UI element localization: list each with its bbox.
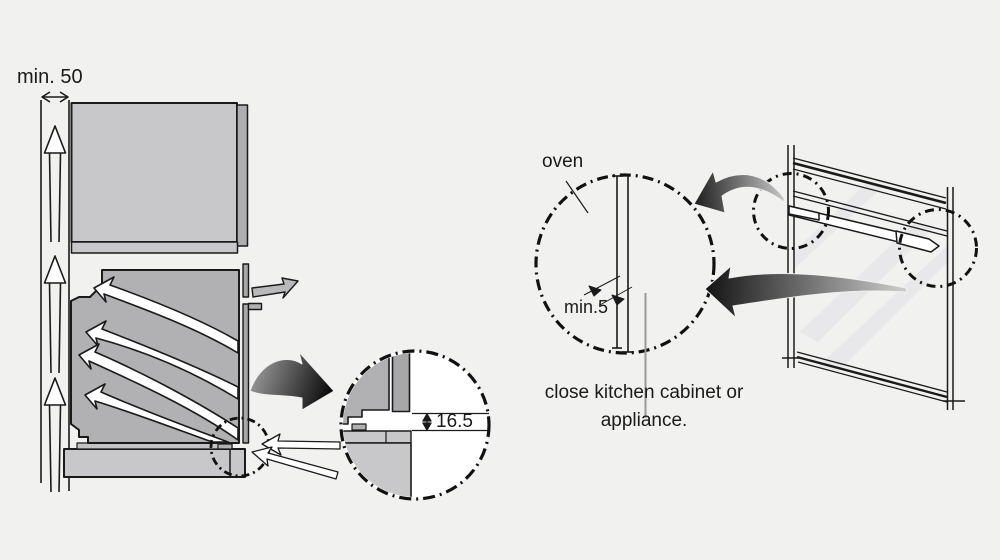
min-50-dimension-arrow xyxy=(41,91,69,103)
foot-pointer-arrows xyxy=(251,433,341,480)
airflow-arrow xyxy=(85,320,239,400)
airflow-arrow xyxy=(93,276,239,354)
air-channel-lines xyxy=(40,100,70,491)
handle-left-detail-circle xyxy=(752,172,830,250)
gradient-arrow-top xyxy=(693,170,785,214)
dimension-min-5 xyxy=(583,275,633,306)
plinth xyxy=(63,442,246,478)
air-exit-arrow xyxy=(251,277,299,299)
airflow-arrow xyxy=(78,343,239,441)
oven-front-panel xyxy=(242,263,263,444)
door-bottom-frame xyxy=(796,351,948,403)
handle-right-detail-circle xyxy=(898,208,978,288)
min-50-label: min. 50 xyxy=(17,66,83,88)
channel-airflow-arrows xyxy=(43,125,67,493)
dimension-16-5-label: 16.5 xyxy=(436,411,473,432)
ventilation-diagram xyxy=(40,91,491,501)
oven-label: oven xyxy=(542,151,584,172)
oven-label-leader xyxy=(565,180,589,214)
airflow-arrow xyxy=(84,383,229,443)
caption-text: close kitchen cabinet or appliance. xyxy=(544,382,744,431)
plinth-band xyxy=(343,430,412,444)
door-gap-diagram xyxy=(534,145,978,418)
right-rail xyxy=(943,187,965,410)
door-cross-section xyxy=(391,353,411,413)
door-handle xyxy=(788,205,940,253)
gap-detail-circle xyxy=(534,173,716,355)
gradient-arrow-middle xyxy=(704,265,908,319)
magnify-arrow-left xyxy=(249,351,335,411)
door-top-frame xyxy=(792,157,948,237)
detail-tooth xyxy=(351,423,367,431)
oven-airflow-arrows xyxy=(78,276,239,443)
dimension-16-5 xyxy=(412,412,489,432)
upper-cabinet xyxy=(70,102,249,254)
dimension-min-5-label: min.5 xyxy=(564,297,609,317)
